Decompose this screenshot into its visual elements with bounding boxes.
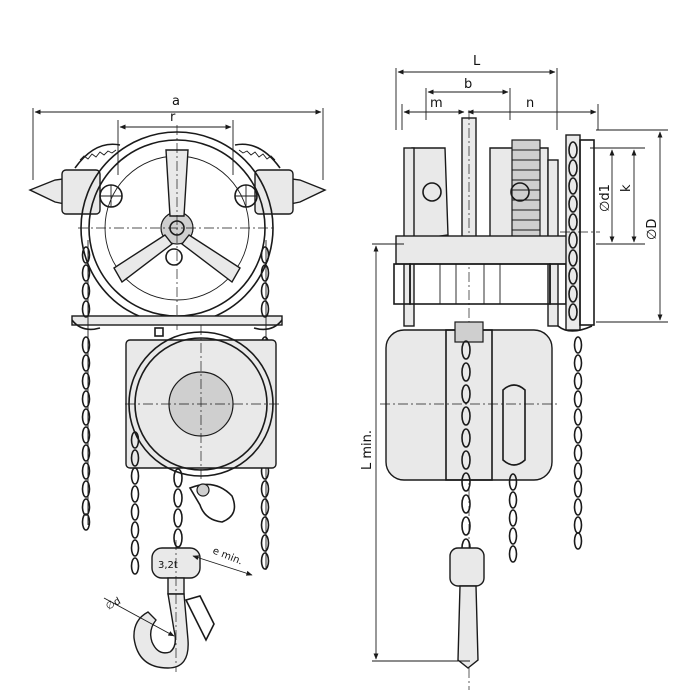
dimension-m-n: m n (401, 96, 599, 130)
hand-chain-left (81, 240, 91, 531)
dimension-e-min: e min. (192, 546, 253, 576)
hoist-body (125, 325, 280, 480)
label-L-min: L min. (360, 430, 375, 470)
hook (133, 540, 215, 672)
label-r: r (170, 110, 176, 125)
dimension-b: b (425, 77, 511, 120)
label-L: L (473, 54, 481, 69)
dimension-L: L (395, 54, 558, 130)
side-handwheel (557, 134, 600, 550)
load-chain-front (130, 431, 236, 575)
label-d1: ∅d1 (598, 184, 613, 212)
hoist-body-side (380, 321, 558, 481)
trolley-side (393, 110, 569, 690)
label-b: b (464, 77, 472, 92)
chain-guide-bar (71, 315, 283, 331)
label-k: k (619, 184, 634, 192)
capacity-mark: 3,2t (158, 560, 178, 571)
label-e-min: e min. (211, 546, 244, 568)
label-n: n (526, 96, 534, 111)
dimension-L-min: L min. (360, 243, 470, 662)
side-view: L b m n (360, 54, 668, 690)
handwheel (78, 125, 276, 330)
dimension-a: a (32, 94, 324, 180)
label-a: a (172, 94, 180, 109)
front-view: a r (28, 94, 327, 672)
label-D: ∅D (645, 219, 660, 240)
label-d: ∅d (104, 596, 122, 613)
load-chain-side (449, 340, 518, 669)
dimension-r: r (117, 110, 234, 175)
label-m: m (430, 96, 443, 111)
trolley-frame (28, 143, 327, 266)
dimension-d1-k-D: ∅d1 k ∅D (590, 129, 668, 323)
